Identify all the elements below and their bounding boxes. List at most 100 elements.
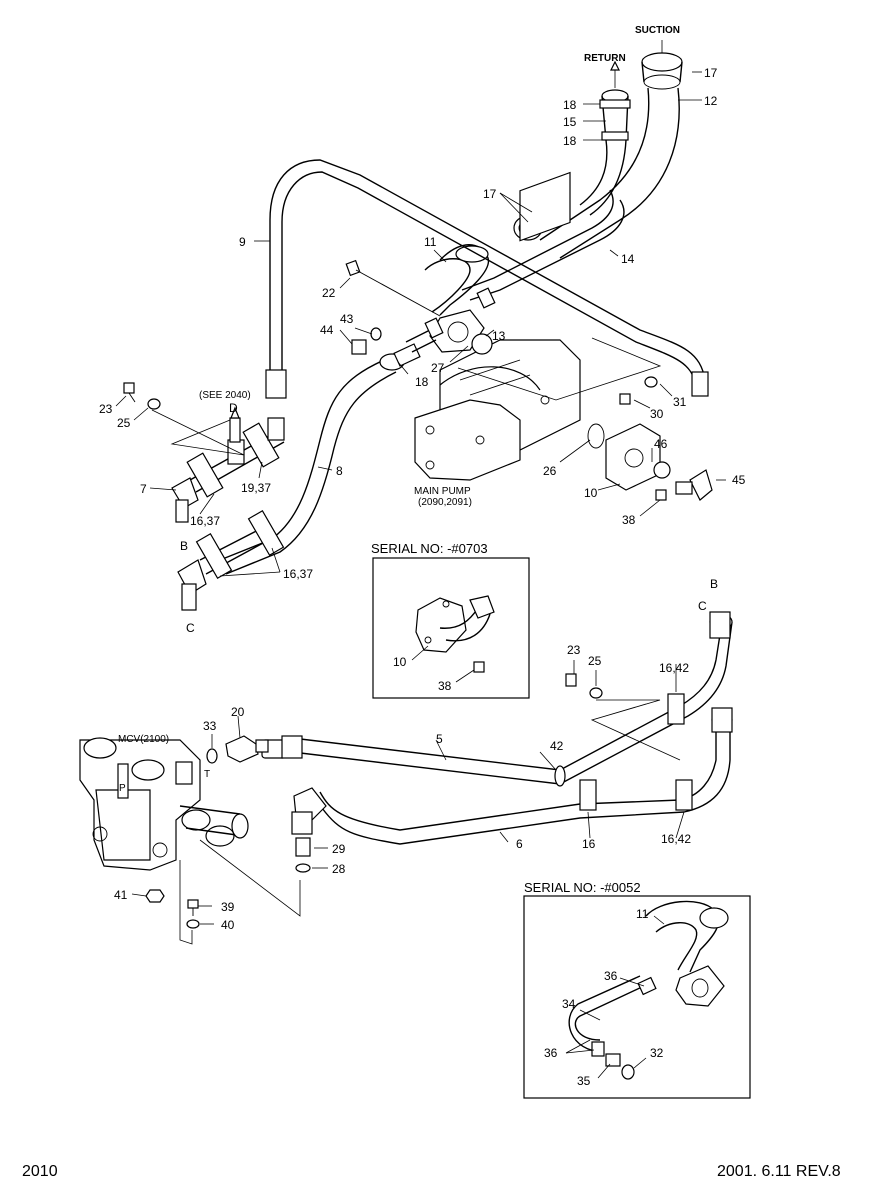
clamp-16-42-upper <box>667 693 685 725</box>
port-t-label: T <box>204 769 210 780</box>
return-label: RETURN <box>584 53 626 64</box>
oring-13 <box>471 333 493 355</box>
callout-10-inset: 10 <box>393 655 407 669</box>
washer-40 <box>186 919 200 929</box>
pipe-14 <box>461 189 625 301</box>
callout-27: 27 <box>431 361 445 375</box>
callout-18-mid: 18 <box>563 134 577 148</box>
flange-10 <box>605 423 671 491</box>
callout-25-lower: 25 <box>588 654 602 668</box>
washer-31 <box>644 376 658 388</box>
callout-11-top: 11 <box>424 235 437 249</box>
serial-inset-box-2 <box>523 895 751 1099</box>
clamp-42 <box>554 765 566 787</box>
callout-14: 14 <box>621 252 635 266</box>
mcv-block <box>79 737 249 871</box>
callout-46: 46 <box>654 437 668 451</box>
bolt-38-top <box>655 489 667 501</box>
callout-29: 29 <box>332 842 346 856</box>
port-b-upper-label: B <box>180 539 188 553</box>
callout-19-37: 19,37 <box>241 481 271 495</box>
oring-28 <box>295 863 311 873</box>
port-p-label: P <box>119 783 126 794</box>
bolt-22 <box>345 259 441 317</box>
callout-35: 35 <box>577 1074 591 1088</box>
inset2-leaders <box>565 915 665 1079</box>
hose-9 <box>265 159 709 399</box>
callout-23-top: 23 <box>99 402 113 416</box>
callout-28: 28 <box>332 862 346 876</box>
callout-16: 16 <box>582 837 596 851</box>
washer-25-lower <box>589 687 603 699</box>
serial-inset-box-1 <box>372 557 530 699</box>
callout-39: 39 <box>221 900 235 914</box>
leader-lines-upper <box>115 71 726 577</box>
inset2-pipe-11 <box>568 900 729 1080</box>
callout-41: 41 <box>114 888 128 902</box>
callout-45: 45 <box>732 473 746 487</box>
callout-16-42-bottom: 16,42 <box>661 832 691 846</box>
inset1-flange-elbow <box>411 595 495 683</box>
callout-25-top: 25 <box>117 416 131 430</box>
port-c-lower-label: C <box>698 599 707 613</box>
main-pump-label: MAIN PUMP <box>414 486 471 497</box>
elbow-45 <box>675 469 713 501</box>
callout-10-top: 10 <box>584 486 598 500</box>
callout-23-lower: 23 <box>567 643 581 657</box>
clamp-16-42-lower <box>675 779 693 811</box>
main-pump-ref-label: (2090,2091) <box>418 497 472 508</box>
callout-16-37-b: 16,37 <box>283 567 313 581</box>
callout-38-top: 38 <box>622 513 636 527</box>
suction-pipe-12 <box>539 40 683 259</box>
callout-30: 30 <box>650 407 664 421</box>
callout-6: 6 <box>516 837 523 851</box>
port-b-lower-label: B <box>710 577 718 591</box>
callout-26: 26 <box>543 464 557 478</box>
callout-32: 32 <box>650 1046 664 1060</box>
callout-36-inset-a: 36 <box>604 969 618 983</box>
callout-44: 44 <box>320 323 334 337</box>
callout-17-top: 17 <box>704 66 718 80</box>
pipe-11 <box>424 244 490 353</box>
callout-12: 12 <box>704 94 718 108</box>
serial-inset-1-title: SERIAL NO: -#0703 <box>371 541 488 556</box>
clamp-16 <box>579 779 597 811</box>
return-pipe-15 <box>579 60 631 216</box>
washer-25-top <box>147 398 161 410</box>
bolt-23-top <box>123 382 136 403</box>
callout-42: 42 <box>550 739 564 753</box>
callout-18-low: 18 <box>415 375 429 389</box>
suction-label: SUCTION <box>635 25 680 36</box>
page-number: 2010 <box>22 1163 58 1180</box>
pipe-8 <box>219 287 496 575</box>
revision-date: 2001. 6.11 REV.8 <box>717 1163 841 1180</box>
callout-16-37-a: 16,37 <box>190 514 220 528</box>
main-pump <box>414 171 605 481</box>
callout-22: 22 <box>322 286 336 300</box>
callout-20: 20 <box>231 705 245 719</box>
bolt-39 <box>187 899 199 916</box>
callout-9: 9 <box>239 235 246 249</box>
valve-assembly-c <box>177 509 285 611</box>
callout-15: 15 <box>563 115 577 129</box>
connector-20 <box>225 735 269 763</box>
callout-43: 43 <box>340 312 354 326</box>
valve-assembly-bd <box>171 406 285 523</box>
plug-44 <box>351 339 367 355</box>
see-2040-label: (SEE 2040) <box>199 390 251 401</box>
port-c-upper-label: C <box>186 621 195 635</box>
bolt-30 <box>619 393 631 405</box>
callout-13: 13 <box>492 329 506 343</box>
bracket-outline-lower <box>590 699 681 761</box>
leader-lines-lower <box>131 660 685 945</box>
callout-16-42-top: 16,42 <box>659 661 689 675</box>
callout-31: 31 <box>673 395 687 409</box>
callout-18-top: 18 <box>563 98 577 112</box>
callout-8: 8 <box>336 464 343 478</box>
bolt-23-lower <box>565 673 577 687</box>
callout-7: 7 <box>140 482 147 496</box>
serial-inset-2-title: SERIAL NO: -#0052 <box>524 880 641 895</box>
callout-40: 40 <box>221 918 235 932</box>
callout-17-mid: 17 <box>483 187 497 201</box>
